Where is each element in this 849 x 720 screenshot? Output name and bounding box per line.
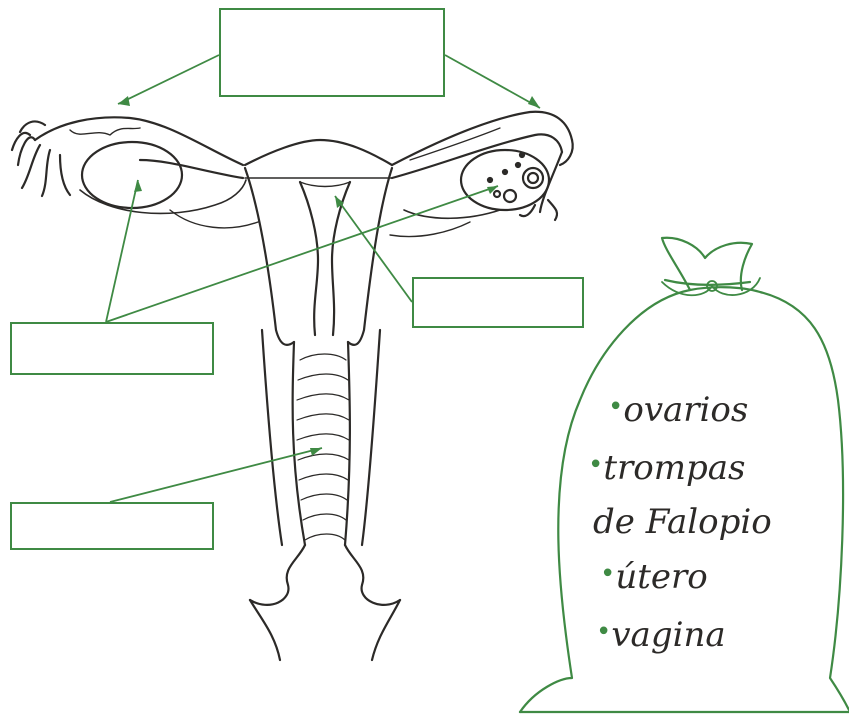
- leader-top-left: [118, 55, 219, 104]
- sack-word-vagina: •vagina: [596, 618, 726, 652]
- sack-word-ovarios: •ovarios: [608, 393, 748, 427]
- answer-box-vagina[interactable]: [10, 502, 214, 550]
- left-ovary: [82, 142, 182, 208]
- leader-vagina: [110, 448, 322, 502]
- uterus: [245, 140, 392, 345]
- leader-ovary-left: [106, 180, 138, 322]
- word-text: útero: [615, 557, 707, 597]
- sack-word-utero: •útero: [600, 560, 708, 594]
- answer-box-uterus[interactable]: [412, 277, 584, 328]
- bullet: •: [600, 559, 615, 589]
- sack-word-trompas: •trompas: [588, 451, 745, 485]
- answer-box-fallopian-tubes[interactable]: [219, 8, 445, 97]
- right-ovary: [461, 150, 549, 210]
- bullet: •: [588, 450, 603, 480]
- answer-box-ovaries[interactable]: [10, 322, 214, 375]
- vagina: [250, 330, 400, 660]
- word-text: vagina: [611, 615, 725, 655]
- leader-top-right: [445, 55, 540, 108]
- word-text: trompas: [603, 448, 745, 488]
- word-text: de Falopio: [593, 502, 772, 542]
- sack-word-de-falopio: de Falopio: [593, 505, 772, 539]
- word-text: ovarios: [623, 390, 748, 430]
- left-fallopian-tube: [12, 117, 243, 196]
- bullet: •: [608, 392, 623, 422]
- right-fallopian-tube: [392, 112, 573, 220]
- bullet: •: [596, 617, 611, 647]
- leader-uterus: [335, 196, 412, 302]
